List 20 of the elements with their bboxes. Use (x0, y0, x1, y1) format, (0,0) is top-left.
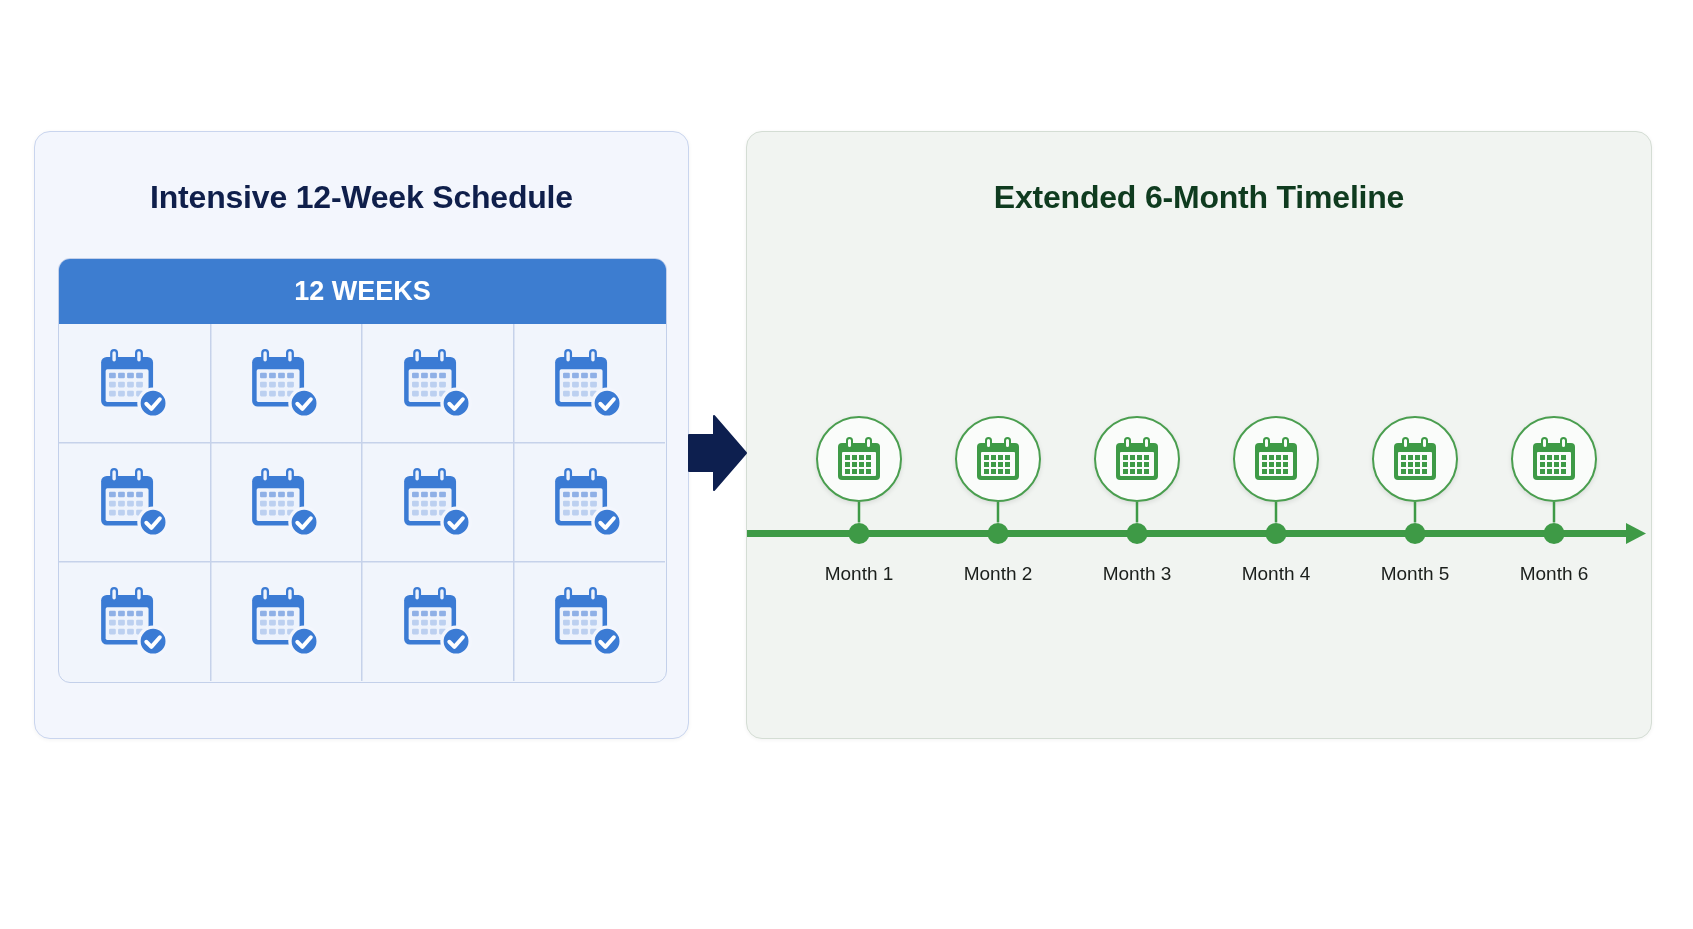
month-circle (1233, 416, 1319, 502)
panel-title: Intensive 12-Week Schedule (150, 178, 573, 217)
month-circle (816, 416, 902, 502)
panel-title: Extended 6-Month Timeline (993, 178, 1405, 217)
month-circle (955, 416, 1041, 502)
week-grid (58, 258, 667, 683)
month-circle (1094, 416, 1180, 502)
block-arrow (688, 415, 747, 491)
month-label: Month 6 (1519, 562, 1589, 586)
month-label: Month 1 (824, 562, 894, 586)
month-circle (1372, 416, 1458, 502)
timeline-panel (746, 131, 1652, 739)
month-label: Month 3 (1102, 562, 1172, 586)
grid-header: 12 WEEKS (59, 259, 666, 324)
month-circle (1511, 416, 1597, 502)
month-label: Month 2 (963, 562, 1033, 586)
schedule-panel (34, 131, 689, 739)
timeline-bar (747, 522, 1646, 544)
month-label: Month 4 (1241, 562, 1311, 586)
month-label: Month 5 (1380, 562, 1450, 586)
